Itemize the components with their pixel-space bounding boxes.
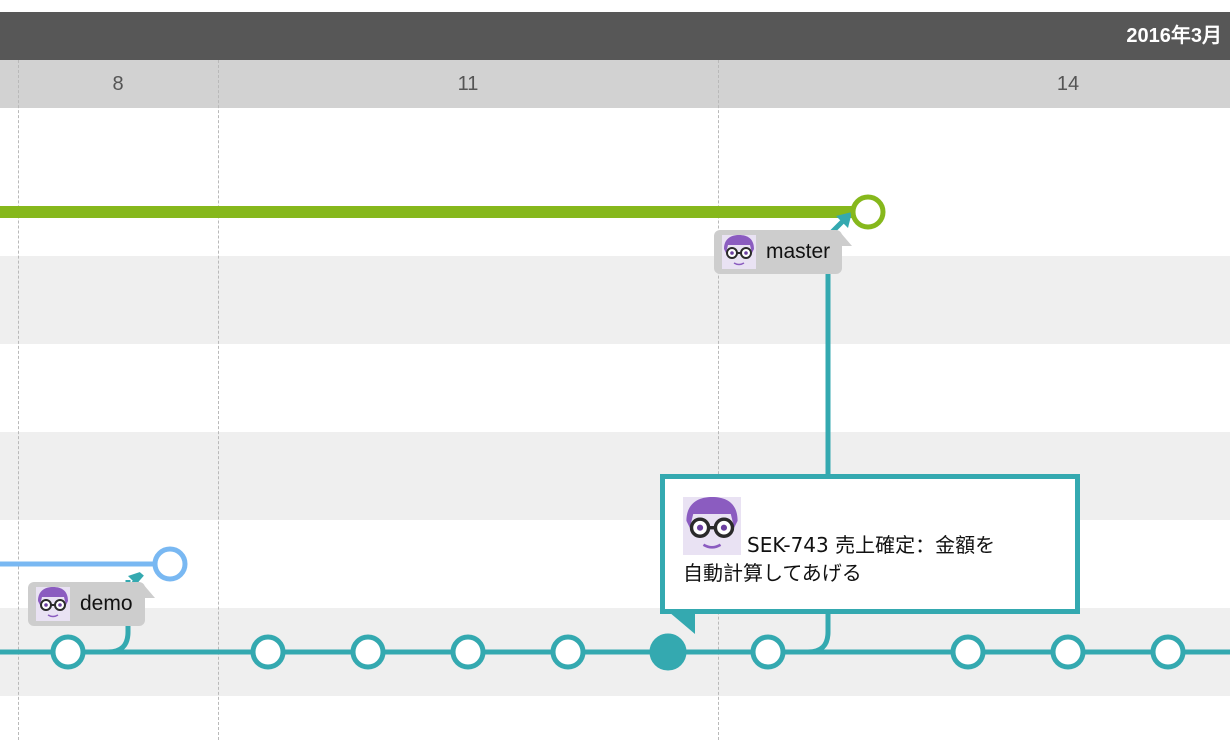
demo-branch-label: demo xyxy=(80,592,133,615)
commit-node xyxy=(450,634,486,670)
demo-branch-tag[interactable]: demo xyxy=(28,582,155,626)
commit-node xyxy=(1150,634,1186,670)
commit-node-selected xyxy=(649,633,687,671)
demo-merge-connector xyxy=(68,580,131,655)
commit-node xyxy=(750,634,786,670)
row-band xyxy=(0,256,1230,344)
date-bar: 8 11 14 xyxy=(0,60,1230,108)
popup-pointer xyxy=(669,612,695,634)
commit-node xyxy=(50,634,86,670)
tag-pointer xyxy=(142,584,155,598)
commit-node xyxy=(350,634,386,670)
commit-node xyxy=(250,634,286,670)
timeline-header: 2016年3月 xyxy=(0,12,1230,60)
avatar-icon xyxy=(683,497,741,555)
master-head-node xyxy=(850,194,886,230)
master-merge-connector xyxy=(768,230,831,655)
day-divider xyxy=(218,60,219,740)
month-label: 2016年3月 xyxy=(1126,25,1222,47)
master-branch-tag[interactable]: master xyxy=(714,230,853,274)
commit-message: SEK-743 売上確定：金額を 自動計算してあげる xyxy=(683,497,1055,587)
commit-node xyxy=(950,634,986,670)
commit-node xyxy=(550,634,586,670)
day-label-11: 11 xyxy=(457,73,479,95)
avatar-icon xyxy=(722,235,756,269)
demo-head-node xyxy=(152,546,188,582)
commit-node xyxy=(1050,634,1086,670)
commit-message-line2: 自動計算してあげる xyxy=(683,561,862,585)
master-merge-arrow xyxy=(836,212,852,228)
day-divider xyxy=(718,60,719,740)
master-branch-label: master xyxy=(766,240,831,263)
day-label-14: 14 xyxy=(1056,73,1080,95)
commit-message-line1: SEK-743 売上確定：金額を xyxy=(747,533,996,557)
day-divider xyxy=(18,60,19,740)
day-label-8: 8 xyxy=(112,73,124,95)
commit-popup[interactable]: SEK-743 売上確定：金額を 自動計算してあげる xyxy=(660,474,1080,634)
tag-pointer xyxy=(840,232,853,246)
avatar-icon xyxy=(36,587,70,621)
